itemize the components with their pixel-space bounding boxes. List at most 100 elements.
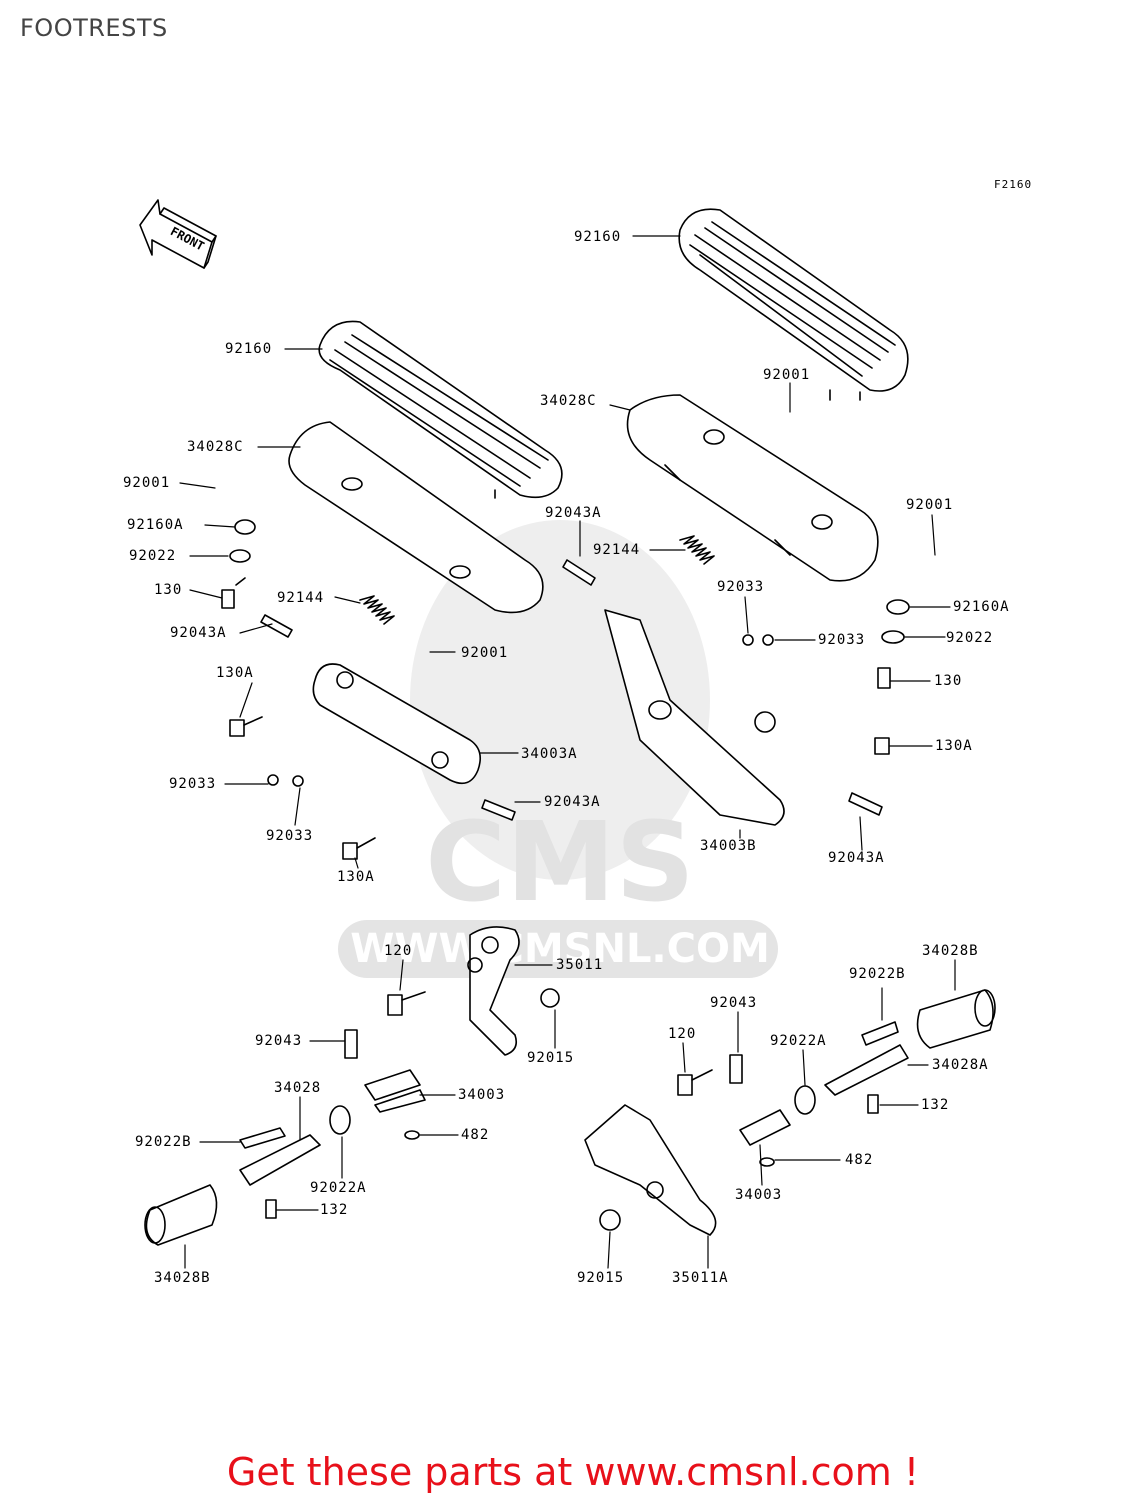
front-arrow-icon <box>139 199 217 269</box>
footpeg-34028 <box>239 1134 321 1186</box>
part-label: 92043A <box>828 850 885 866</box>
part-label: 92015 <box>577 1270 625 1286</box>
spring-right <box>679 535 715 565</box>
bolt-130a-left-top <box>229 716 263 737</box>
bolt-132-left <box>265 1199 277 1219</box>
part-label: 92022 <box>129 548 177 564</box>
washer-92022a-left <box>329 1105 351 1135</box>
part-label: 92022 <box>946 630 994 646</box>
part-label: 132 <box>320 1202 349 1218</box>
part-label: 92160A <box>953 599 1010 615</box>
part-label: 34003 <box>458 1087 506 1103</box>
bushing-92160a-right <box>886 599 910 615</box>
part-label: 92022A <box>310 1180 367 1196</box>
washer-92022-left <box>229 549 251 563</box>
part-label: 92001 <box>461 645 509 661</box>
part-label: 34028B <box>154 1270 211 1286</box>
part-label: 120 <box>668 1026 697 1042</box>
part-label: 35011A <box>672 1270 729 1286</box>
part-label: 92033 <box>169 776 217 792</box>
part-label: 92022B <box>849 966 906 982</box>
bolt-132-right <box>867 1094 879 1114</box>
pin-92043a-left-top <box>260 614 293 638</box>
nut-92015-left <box>540 988 560 1008</box>
part-label: 92043 <box>710 995 758 1011</box>
part-label: 130A <box>337 869 375 885</box>
part-label: 130A <box>216 665 254 681</box>
part-label: 482 <box>845 1152 874 1168</box>
floorboard-mat-left <box>318 320 563 499</box>
part-label: 92033 <box>266 828 314 844</box>
clevis-34003-right <box>739 1109 791 1146</box>
bolt-130-right <box>877 667 891 689</box>
part-label: 92001 <box>763 367 811 383</box>
part-label: 92144 <box>593 542 641 558</box>
part-label: 92001 <box>123 475 171 491</box>
part-label: 130 <box>154 582 183 598</box>
svg-text:CMS: CMS <box>425 798 694 926</box>
part-label: 92160 <box>574 229 622 245</box>
pin-92043a-left-bottom <box>481 799 516 821</box>
bolt-130a-left-bottom <box>342 837 376 860</box>
footpeg-bracket-35011 <box>467 926 520 1056</box>
figure-code: F2160 <box>994 178 1033 191</box>
footpeg-rubber-34028b-left <box>144 1184 218 1246</box>
leader-lines <box>179 235 956 1269</box>
part-label: 34028C <box>540 393 597 409</box>
part-label: 92033 <box>717 579 765 595</box>
part-label: 92043A <box>545 505 602 521</box>
part-label: 132 <box>921 1097 950 1113</box>
footpeg-34028a <box>824 1044 909 1096</box>
washer-92022a-right <box>794 1085 816 1115</box>
part-label: 92043A <box>544 794 601 810</box>
page-title: FOOTRESTS <box>20 14 168 42</box>
part-label: 92022B <box>135 1134 192 1150</box>
pin-92043a-right-top <box>562 559 596 586</box>
nut-92015-right <box>599 1209 621 1231</box>
pin-92043-left <box>344 1029 358 1059</box>
washer-92022-right <box>881 630 905 644</box>
part-label: 92160A <box>127 517 184 533</box>
part-label: 120 <box>384 943 413 959</box>
part-label: 34003 <box>735 1187 783 1203</box>
clip-482-right <box>759 1157 775 1167</box>
plate-92022b-right <box>861 1021 899 1046</box>
footpeg-rubber-34028b-right <box>916 989 996 1049</box>
part-label: 130 <box>934 673 963 689</box>
watermark-logo: CMS <box>338 520 778 978</box>
clip-482-left <box>404 1130 420 1140</box>
part-label: 34003A <box>521 746 578 762</box>
floorboard-mat-right <box>678 208 909 401</box>
pin-92043a-right-bottom <box>848 792 883 816</box>
part-label: 130A <box>935 738 973 754</box>
watermark-url: WWW.CMSNL.COM <box>350 926 770 972</box>
part-label: 92001 <box>906 497 954 513</box>
bracket-arm-34003b <box>604 609 785 826</box>
floorboard-bracket-right <box>626 394 879 582</box>
pin-92043-right <box>729 1054 743 1084</box>
part-label: 34028A <box>932 1057 989 1073</box>
bracket-arm-34003a <box>312 663 481 785</box>
bolt-130a-right <box>874 737 890 755</box>
clevis-34003-left <box>364 1069 426 1113</box>
bolt-130-left <box>221 577 246 609</box>
part-label: 34003B <box>700 838 757 854</box>
circlip-92033 <box>267 634 774 787</box>
part-label: 34028B <box>922 943 979 959</box>
part-label: 34028 <box>274 1080 322 1096</box>
part-label: 92144 <box>277 590 325 606</box>
bolt-120-left <box>387 991 426 1016</box>
part-label: 92015 <box>527 1050 575 1066</box>
spring-left <box>359 595 395 625</box>
part-label: 92160 <box>225 341 273 357</box>
part-label: 92043A <box>170 625 227 641</box>
part-label: 35011 <box>556 957 604 973</box>
part-label: 34028C <box>187 439 244 455</box>
footpeg-bracket-35011a <box>584 1104 717 1236</box>
part-label: 92043 <box>255 1033 303 1049</box>
part-label: 482 <box>461 1127 490 1143</box>
bolt-120-right <box>677 1069 713 1096</box>
part-label: 92033 <box>818 632 866 648</box>
promo-link[interactable]: Get these parts at www.cmsnl.com ! <box>226 1450 920 1494</box>
floorboard-bracket-left <box>288 421 544 614</box>
